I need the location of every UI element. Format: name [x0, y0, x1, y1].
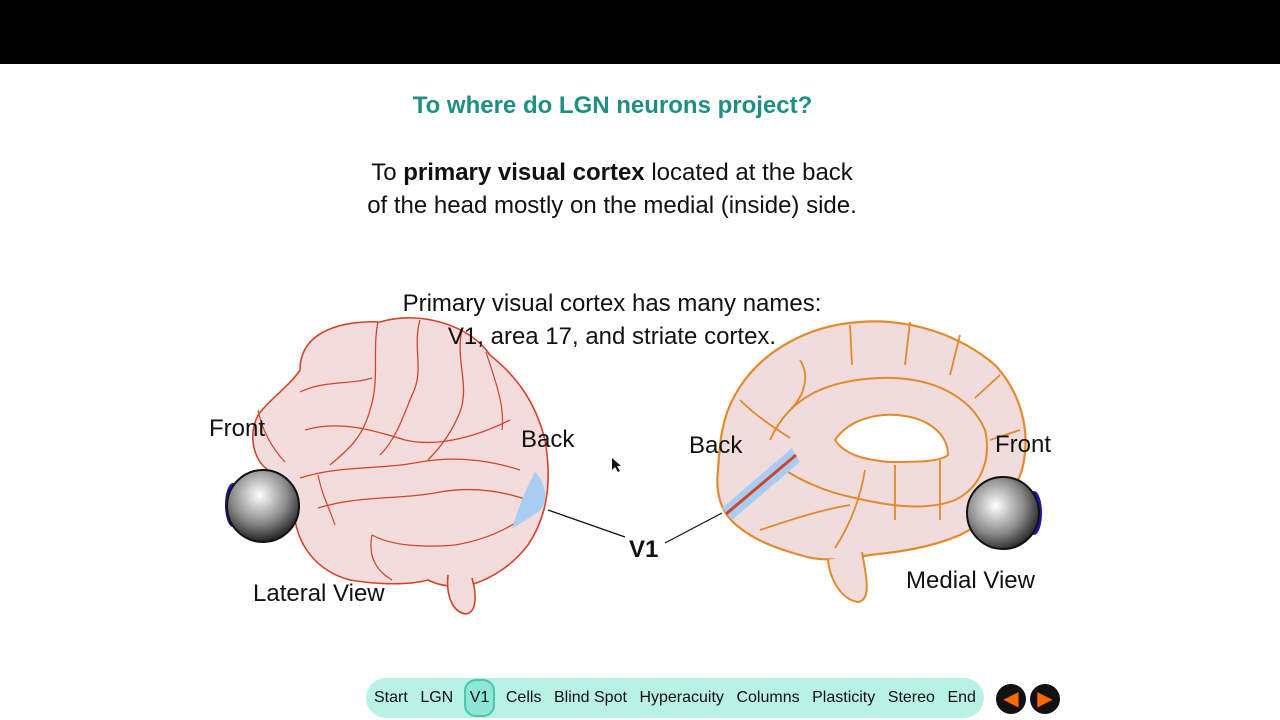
- lateral-brain: [252, 317, 549, 615]
- medial-front-label: Front: [995, 431, 1052, 458]
- nav-cells[interactable]: Cells: [505, 689, 542, 706]
- lateral-back-label: Back: [521, 426, 575, 453]
- medial-view-label: Medial View: [906, 567, 1035, 594]
- nav-stereo[interactable]: Stereo: [887, 689, 935, 706]
- names-paragraph: Primary visual cortex has many names: V1…: [362, 287, 862, 353]
- description-paragraph: To primary visual cortex located at the …: [362, 156, 862, 222]
- lateral-view-label: Lateral View: [253, 580, 385, 607]
- nav-hyperacuity[interactable]: Hyperacuity: [639, 689, 724, 706]
- mouse-cursor-icon: [612, 458, 621, 472]
- top-black-bar: [0, 0, 1280, 64]
- prev-button[interactable]: ◀: [996, 684, 1026, 714]
- medial-back-label: Back: [689, 432, 743, 459]
- names-line-2: V1, area 17, and striate cortex.: [447, 323, 777, 350]
- v1-label: V1: [629, 536, 659, 563]
- slide-title: To where do LGN neurons project?: [412, 92, 813, 119]
- para-bold-term: primary visual cortex: [403, 159, 645, 186]
- eye-icon: [225, 469, 300, 543]
- nav-columns[interactable]: Columns: [736, 689, 800, 706]
- eye-icon: [966, 476, 1042, 550]
- para-suffix: located at the back of the head mostly o…: [367, 159, 857, 219]
- arrow-left-icon: ◀: [1003, 688, 1019, 710]
- nav-end[interactable]: End: [947, 689, 976, 706]
- para-prefix: To: [371, 159, 404, 186]
- slide-nav-bar: Start LGN V1 Cells Blind Spot Hyperacuit…: [366, 678, 984, 718]
- nav-plasticity[interactable]: Plasticity: [812, 689, 876, 706]
- next-button[interactable]: ▶: [1030, 684, 1060, 714]
- nav-blind-spot[interactable]: Blind Spot: [553, 689, 627, 706]
- lateral-front-label: Front: [209, 415, 266, 442]
- names-line-1: Primary visual cortex has many names:: [402, 290, 822, 317]
- nav-lgn[interactable]: LGN: [420, 689, 454, 706]
- nav-v1[interactable]: V1: [463, 679, 496, 717]
- nav-start[interactable]: Start: [374, 689, 408, 706]
- v1-pointer-line: [547, 509, 626, 538]
- arrow-right-icon: ▶: [1037, 688, 1053, 710]
- v1-pointer-line: [664, 512, 723, 544]
- medial-brain: [716, 320, 1027, 604]
